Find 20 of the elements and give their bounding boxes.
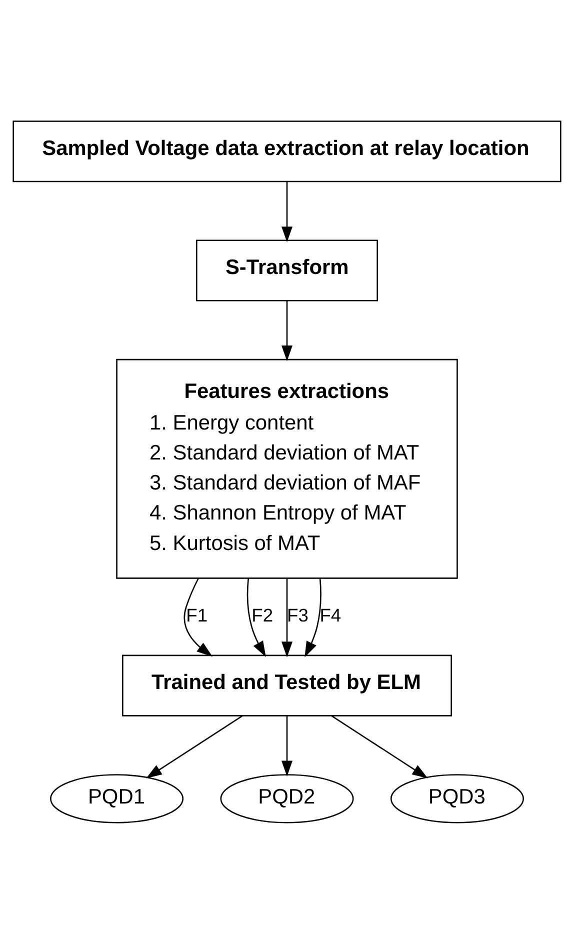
node-ellipse: PQD2 xyxy=(220,774,354,823)
arrow xyxy=(282,715,292,776)
arrow xyxy=(146,714,243,778)
arrow xyxy=(304,578,322,657)
arrow xyxy=(282,300,292,361)
edge-label: F4 xyxy=(320,604,342,626)
node-ellipse: PQD1 xyxy=(50,774,184,823)
node-ellipse: PQD3 xyxy=(390,774,524,823)
node-box: S-Transform xyxy=(196,239,378,301)
arrow xyxy=(184,578,212,656)
arrow xyxy=(282,180,292,242)
node-box: Trained and Tested by ELM xyxy=(122,654,452,716)
edge-label: F1 xyxy=(186,604,208,626)
node-box: Features extractions 1. Energy content 2. Standard deviation of MAT 3. Standard deviation of MAF 4. Shannon Entropy of MAT 5. Kurtosis of MAT xyxy=(116,358,458,578)
arrow xyxy=(282,578,292,657)
node-box: Sampled Voltage data extraction at relay location xyxy=(12,120,562,182)
edge-label: F3 xyxy=(287,604,308,626)
edge-label: F2 xyxy=(252,604,274,626)
arrow xyxy=(331,714,428,778)
arrow xyxy=(246,578,266,656)
